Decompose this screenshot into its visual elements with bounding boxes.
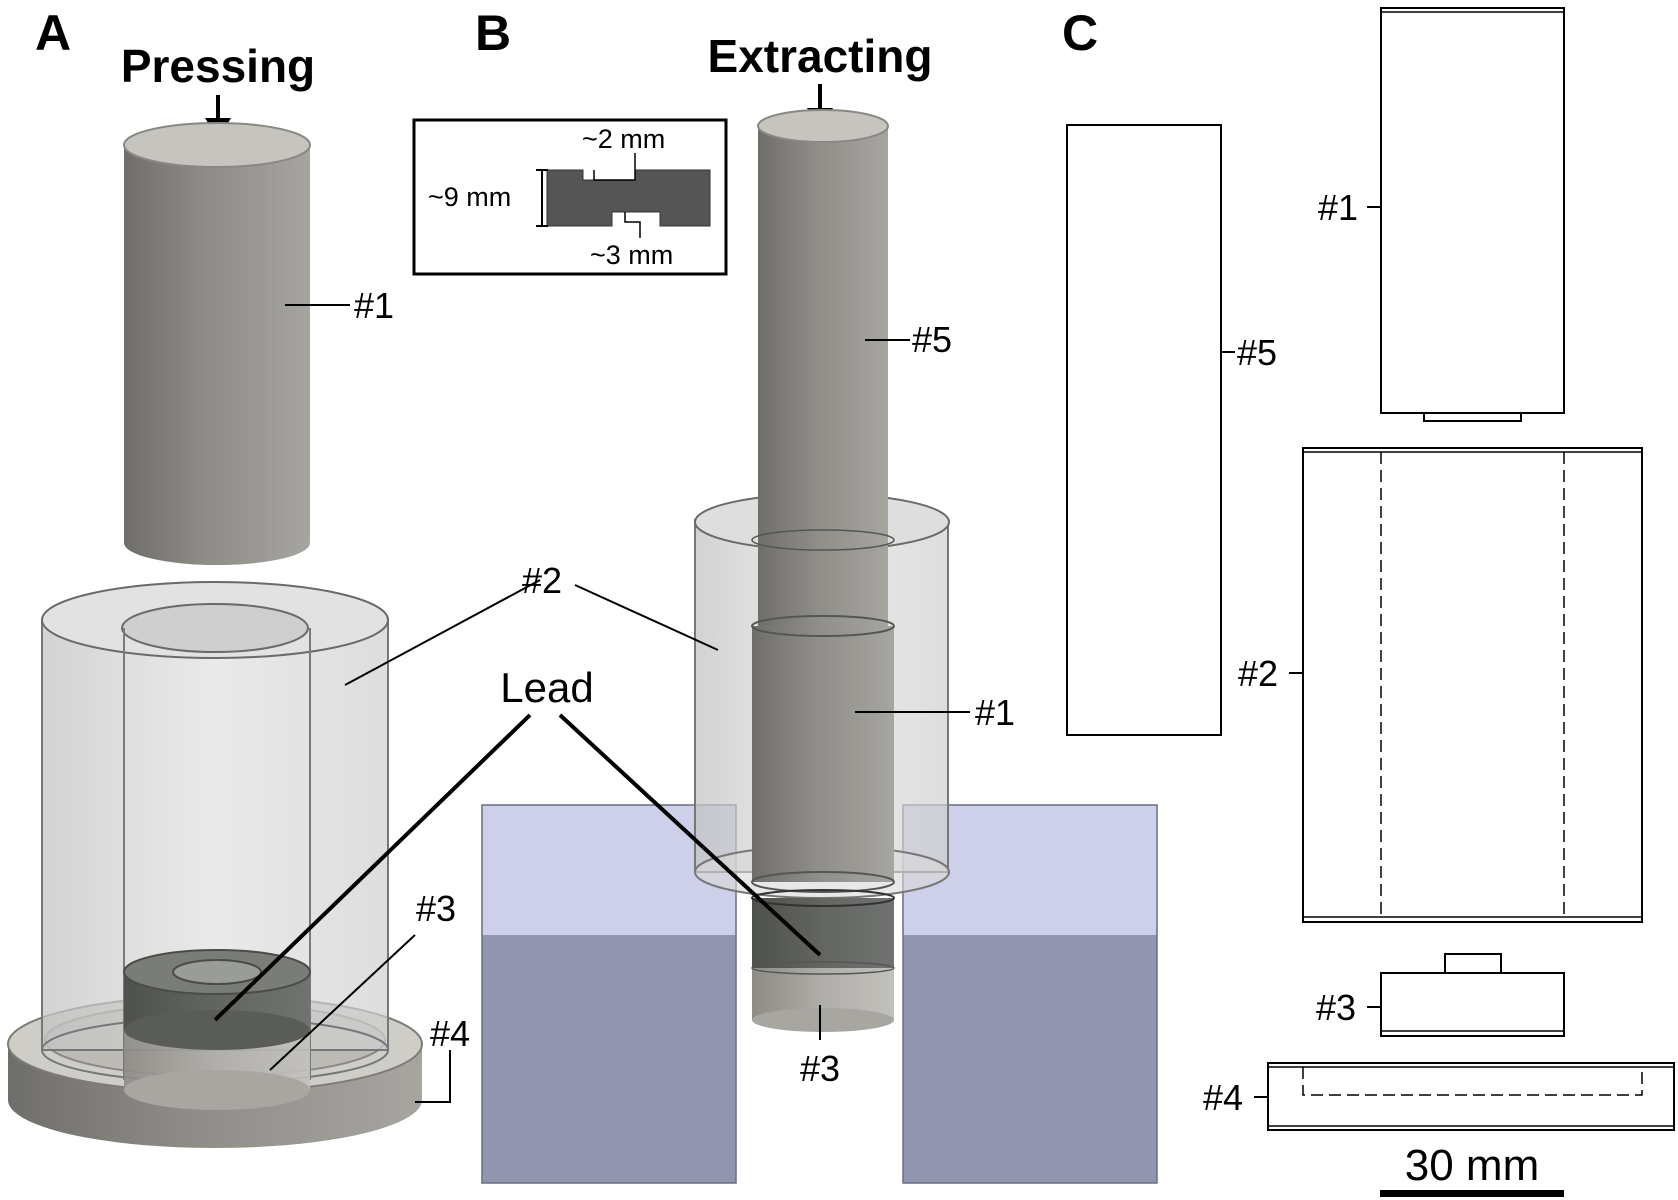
die-2-c <box>1289 447 1643 923</box>
lead-label: Lead <box>500 664 593 711</box>
leader-2-a <box>344 579 541 686</box>
rod-5-b <box>757 109 889 626</box>
lead-pointer-a <box>213 713 532 1022</box>
label-4-a: #4 <box>430 1013 470 1054</box>
panel-c-letter: C <box>1062 5 1098 61</box>
scale-bar: 30 mm <box>1380 1141 1564 1197</box>
lead-sample-a <box>123 949 311 1050</box>
panel-a: A Pressing <box>7 5 541 1148</box>
label-4-c: #4 <box>1203 1077 1243 1118</box>
punch-1-c <box>1367 7 1565 422</box>
profile-inset: ~2 mm ~9 mm ~3 mm <box>412 118 728 276</box>
leader-2-b <box>574 584 719 651</box>
label-3-c: #3 <box>1316 987 1356 1028</box>
extracting-label: Extracting <box>708 30 933 82</box>
label-1-b: #1 <box>975 692 1015 733</box>
leader-4-a <box>415 1050 451 1103</box>
panel-c: C <box>1062 5 1675 1197</box>
lead-sample-b <box>751 889 895 968</box>
punch-1-a <box>123 122 311 565</box>
panel-b: B Extracting ~2 mm ~9 mm ~3 mm <box>213 5 1158 1184</box>
label-2-c: #2 <box>1238 653 1278 694</box>
label-1-c: #1 <box>1318 187 1358 228</box>
panel-a-letter: A <box>35 5 71 61</box>
leader-3-a <box>269 934 416 1071</box>
inset-height-dim: ~9 mm <box>428 182 511 212</box>
inset-bottom-dim: ~3 mm <box>590 240 673 270</box>
inset-top-dim: ~2 mm <box>582 124 665 154</box>
support-block-left <box>481 804 737 1184</box>
label-1-a: #1 <box>354 285 394 326</box>
label-2: #2 <box>522 560 562 601</box>
label-5-b: #5 <box>912 319 952 360</box>
label-5-c: #5 <box>1237 332 1277 373</box>
scale-bar-label: 30 mm <box>1405 1141 1539 1190</box>
pressing-label: Pressing <box>121 40 315 92</box>
counter-punch-3-b <box>751 961 895 1032</box>
rod-5-c <box>1066 124 1235 736</box>
base-plate-4-c <box>1254 1062 1675 1131</box>
label-3-a: #3 <box>416 888 456 929</box>
punch-1-b <box>751 529 895 893</box>
panel-b-letter: B <box>475 5 511 61</box>
support-block-right <box>902 804 1158 1184</box>
lead-pointer-b <box>558 713 822 957</box>
label-3-b: #3 <box>800 1048 840 1089</box>
counter-punch-3-c <box>1367 953 1565 1037</box>
